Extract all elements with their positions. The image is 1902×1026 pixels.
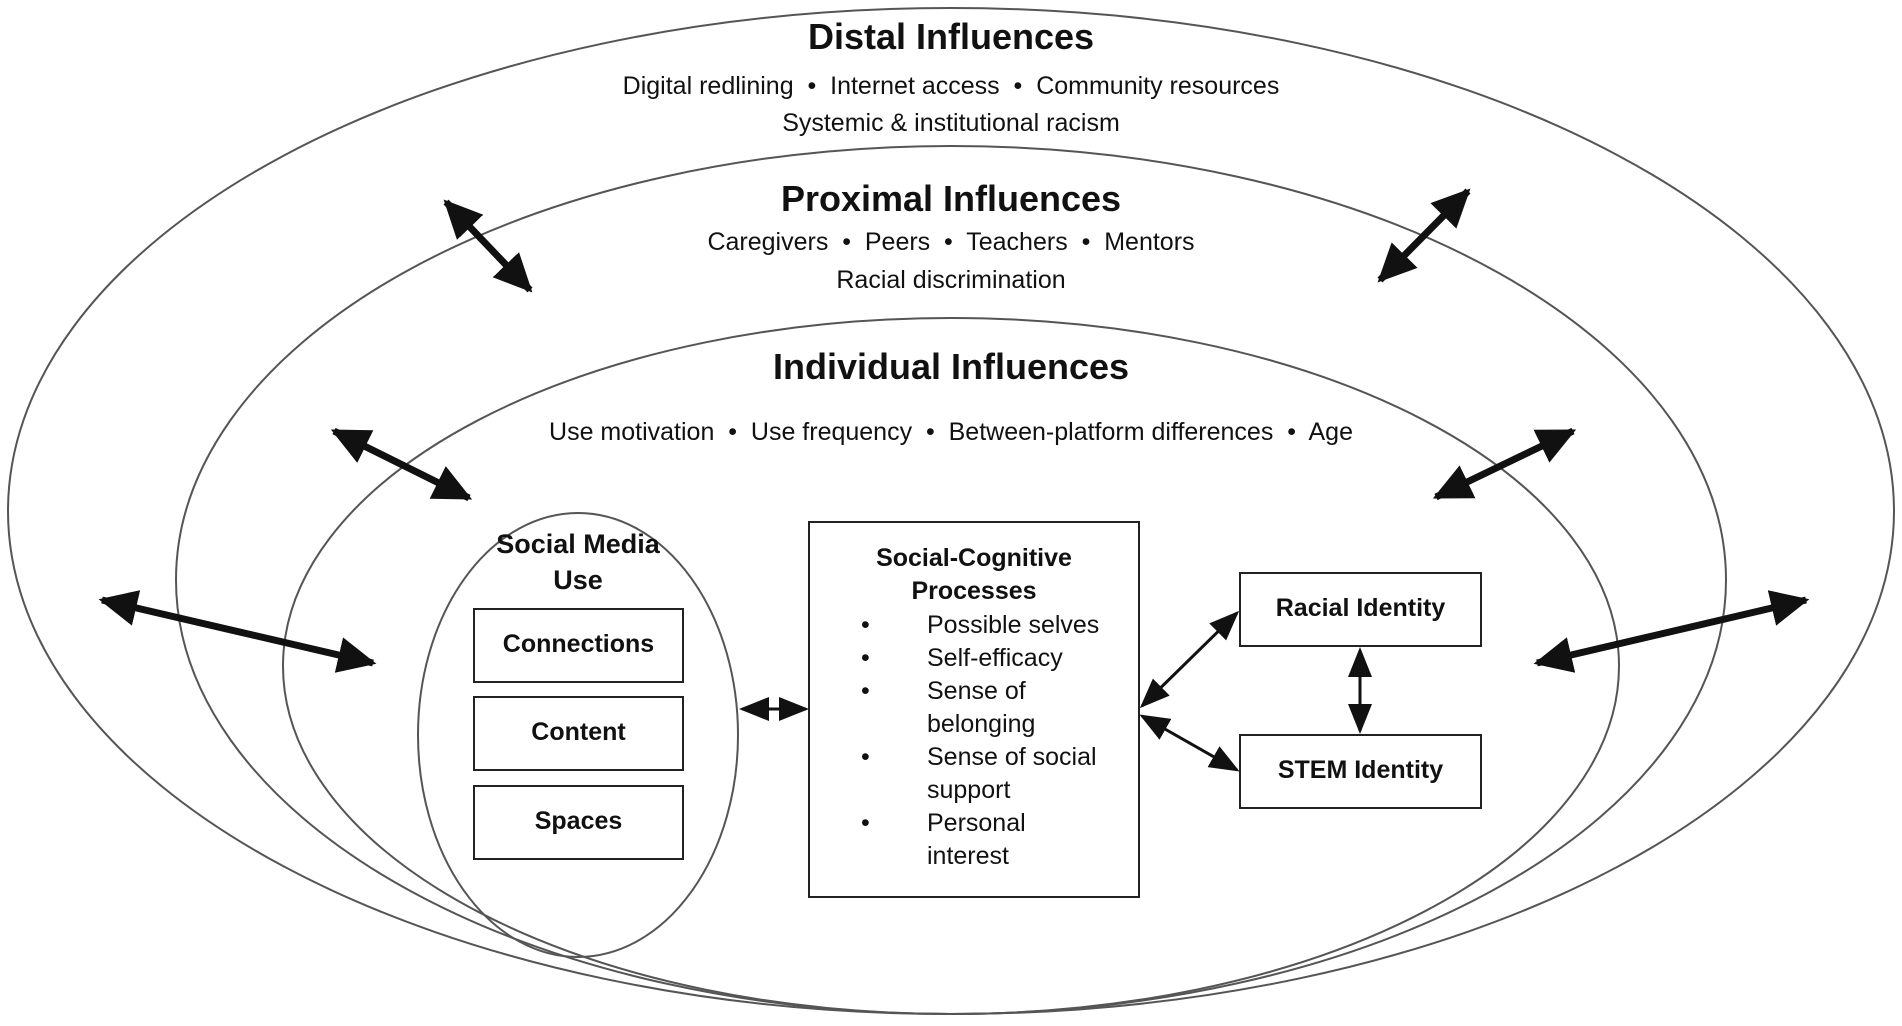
proximal-items-line2: Racial discrimination (836, 266, 1066, 294)
stem-identity-label: STEM Identity (1277, 756, 1444, 784)
process-item-self-efficacy: • Self-efficacy (861, 642, 1161, 675)
racial-identity-label: Racial Identity (1275, 594, 1446, 622)
stem-identity-box (1239, 734, 1482, 809)
process-item-possible-selves: • Possible selves (861, 609, 1161, 642)
bullet-marker: • (861, 809, 870, 837)
process-item-label: Personal interest (927, 809, 1026, 870)
bullet-marker: • (861, 611, 870, 639)
distal-items-line1: Digital redlining • Internet access • Co… (622, 72, 1280, 100)
proximal-items-line1: Caregivers • Peers • Teachers • Mentors (707, 228, 1195, 256)
double-arrow-mid-left (330, 427, 473, 502)
spaces-box (473, 785, 684, 860)
process-item-sense-of-social-support: • Sense of social support (861, 741, 1161, 807)
connections-label: Connections (502, 630, 655, 658)
racial-identity-box (1239, 572, 1482, 647)
bullet-marker: • (861, 743, 870, 771)
content-box (473, 696, 684, 771)
social-media-use-title-line1: Social Media (496, 529, 660, 559)
social-cognitive-title-line2: Processes (911, 577, 1037, 605)
distal-items-line2: Systemic & institutional racism (782, 109, 1120, 137)
social-media-use-ellipse (417, 512, 739, 958)
proximal-title: Proximal Influences (780, 178, 1122, 219)
social-cognitive-title-line1: Social-Cognitive (876, 544, 1072, 572)
social-media-use-title-line2: Use (553, 565, 603, 595)
distal-title: Distal Influences (807, 16, 1095, 57)
spaces-label: Spaces (534, 807, 623, 835)
arrow-processes-to-stem (1139, 714, 1240, 772)
process-item-label: Possible selves (927, 611, 1100, 639)
process-item-label: Sense of social support (927, 743, 1097, 804)
connections-box (473, 608, 684, 683)
process-item-label: Sense of belonging (927, 677, 1036, 738)
double-arrow-upper-right (1377, 188, 1471, 283)
process-item-sense-of-belonging: • Sense of belonging (861, 675, 1161, 741)
bullet-marker: • (861, 644, 870, 672)
double-arrow-lower-left (98, 590, 377, 673)
arrow-processes-to-racial (1139, 610, 1240, 709)
individual-title: Individual Influences (772, 346, 1130, 387)
social-cognitive-box (808, 521, 1140, 898)
content-label: Content (531, 718, 626, 746)
process-item-personal-interest: • Personal interest (861, 807, 1161, 873)
process-item-label: Self-efficacy (927, 644, 1063, 672)
double-arrow-lower-right (1533, 590, 1810, 673)
double-arrow-mid-right (1432, 427, 1577, 501)
bullet-marker: • (861, 677, 870, 705)
individual-items-line1: Use motivation • Use frequency • Between… (549, 418, 1353, 446)
double-arrow-upper-left (443, 199, 533, 293)
